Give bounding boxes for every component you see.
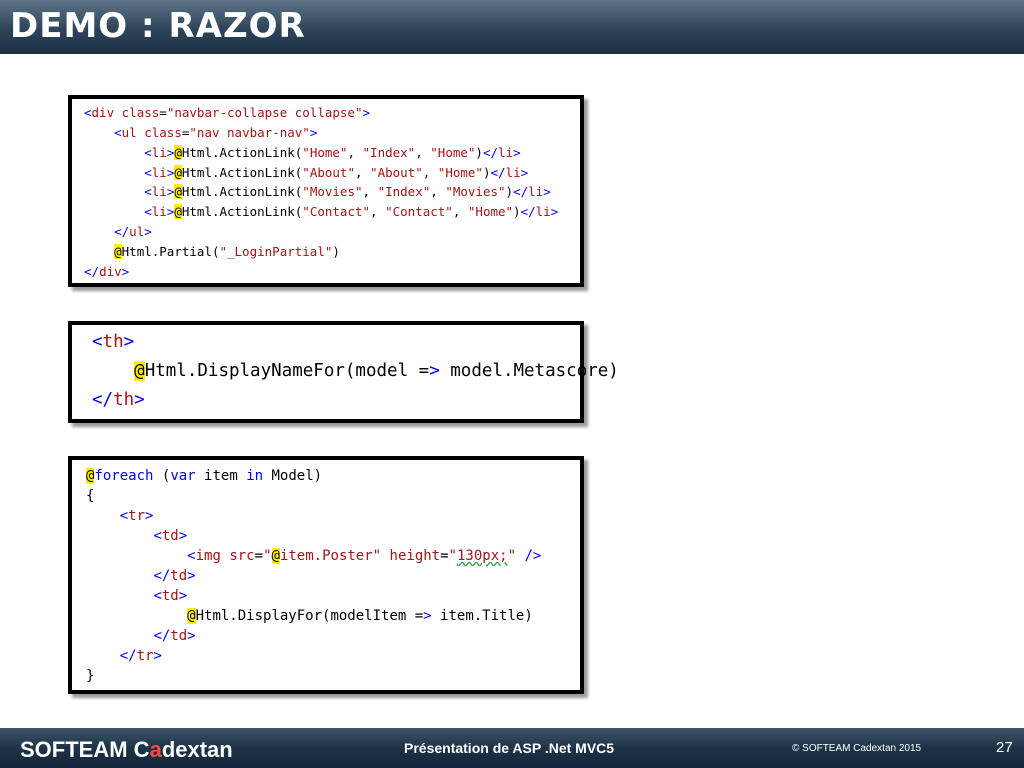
code-line: } bbox=[86, 668, 95, 684]
code-block-navbar: <div class="navbar-collapse collapse"> <… bbox=[68, 95, 584, 287]
code-line: <th> bbox=[92, 332, 135, 352]
code-line: <div class="navbar-collapse collapse"> bbox=[84, 105, 371, 120]
code-line: @Html.DisplayNameFor(model => model.Meta… bbox=[134, 361, 619, 381]
slide-header: DEMO : RAZOR bbox=[0, 0, 1024, 54]
logo-text-dextan: dextan bbox=[161, 737, 233, 762]
logo-text-softeam: SOFTEAM C bbox=[20, 737, 150, 762]
code-block-th: <th> @Html.DisplayNameFor(model => model… bbox=[68, 321, 619, 423]
presentation-title: Présentation de ASP .Net MVC5 bbox=[404, 740, 615, 756]
code-line: @foreach (var item in Model) bbox=[86, 468, 323, 484]
code-block-foreach: @foreach (var item in Model) { <tr> <td>… bbox=[68, 456, 584, 694]
code-line: <ul class="nav navbar-nav"> bbox=[114, 125, 318, 140]
code-line: @Html.Partial("_LoginPartial") bbox=[114, 244, 340, 259]
code-line: </td> bbox=[153, 568, 196, 584]
slide-footer: SOFTEAM Cadextan Présentation de ASP .Ne… bbox=[0, 728, 1024, 768]
company-logo: SOFTEAM Cadextan bbox=[20, 737, 233, 763]
copyright-text: © SOFTEAM Cadextan 2015 bbox=[792, 743, 922, 754]
code-line: </th> bbox=[92, 390, 145, 410]
code-line: <li>@Html.ActionLink("Contact", "Contact… bbox=[144, 204, 559, 219]
code-line: { bbox=[86, 488, 95, 504]
code-line: </ul> bbox=[114, 224, 152, 239]
page-number: 27 bbox=[996, 739, 1013, 756]
code-line: <td> bbox=[153, 528, 188, 544]
code-line: <tr> bbox=[119, 508, 154, 524]
code-line: <li>@Html.ActionLink("About", "About", "… bbox=[144, 165, 529, 180]
logo-text-accent: a bbox=[149, 737, 162, 762]
code-line: <td> bbox=[153, 588, 188, 604]
code-line: @Html.DisplayFor(modelItem => item.Title… bbox=[187, 608, 533, 624]
slide-title: DEMO : RAZOR bbox=[10, 6, 306, 46]
code-line: <img src="@item.Poster" height="130px;" … bbox=[187, 548, 542, 564]
code-line: </tr> bbox=[119, 648, 162, 664]
code-line: <li>@Html.ActionLink("Home", "Index", "H… bbox=[144, 145, 521, 160]
code-line: </div> bbox=[84, 264, 130, 279]
code-line: </td> bbox=[153, 628, 196, 644]
code-line: <li>@Html.ActionLink("Movies", "Index", … bbox=[144, 184, 551, 199]
